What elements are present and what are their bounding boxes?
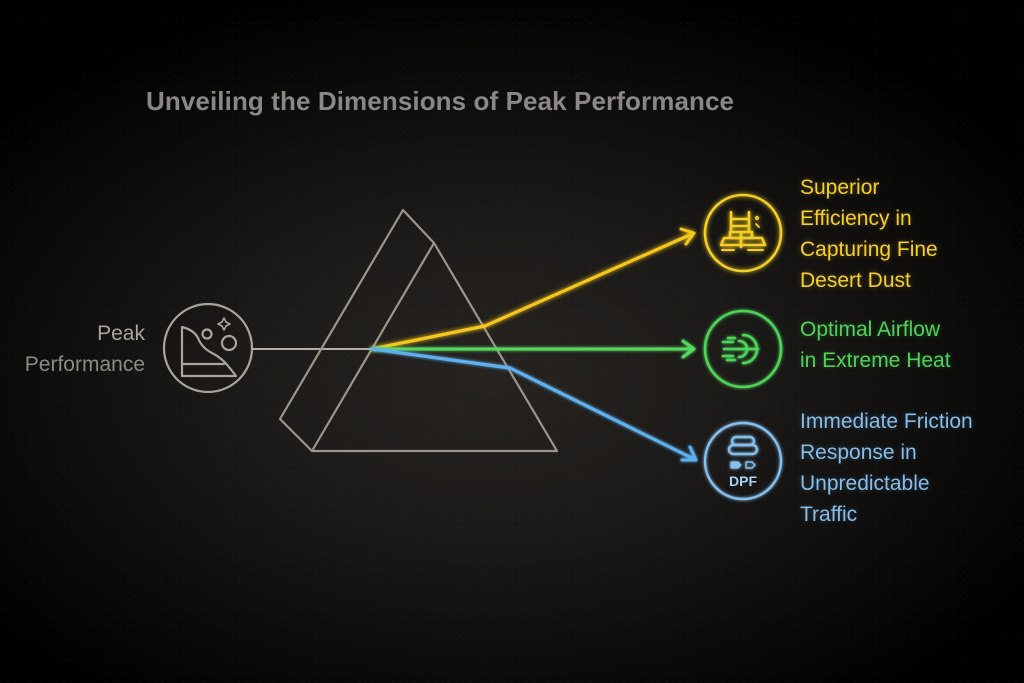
- output-label-line: Desert Dust: [800, 269, 911, 292]
- dpf-icon-label: DPF: [729, 473, 757, 489]
- terrain-landscape-icon: [162, 302, 254, 394]
- diagram-title: Unveiling the Dimensions of Peak Perform…: [146, 86, 735, 116]
- output-label-line: Traffic: [800, 503, 858, 526]
- output-label-line: Response in: [800, 441, 917, 464]
- yellow-ray: [370, 227, 696, 351]
- output-label-dust: Superior Efficiency in Capturing Fine De…: [800, 172, 938, 296]
- output-label-line: Superior: [800, 176, 880, 199]
- source-label-line-2: Performance: [24, 353, 145, 376]
- dust-filter-machine-icon: [703, 193, 783, 273]
- blue-ray: [370, 347, 698, 462]
- output-label-line: in Extreme Heat: [800, 349, 951, 372]
- output-label-line: Unpredictable: [800, 472, 930, 495]
- source-label: Peak Performance: [25, 318, 145, 380]
- output-label-line: Immediate Friction: [800, 410, 973, 433]
- output-label-friction: Immediate Friction Response in Unpredict…: [800, 406, 973, 530]
- output-label-airflow: Optimal Airflow in Extreme Heat: [800, 314, 951, 376]
- green-ray: [370, 339, 696, 359]
- source-label-line-1: Peak: [97, 322, 145, 345]
- dpf-icon: [703, 421, 783, 501]
- output-label-line: Capturing Fine: [800, 238, 938, 261]
- output-label-line: Optimal Airflow: [800, 318, 941, 341]
- output-label-line: Efficiency in: [800, 207, 912, 230]
- prism: [278, 208, 559, 453]
- airflow-icon: [703, 309, 783, 389]
